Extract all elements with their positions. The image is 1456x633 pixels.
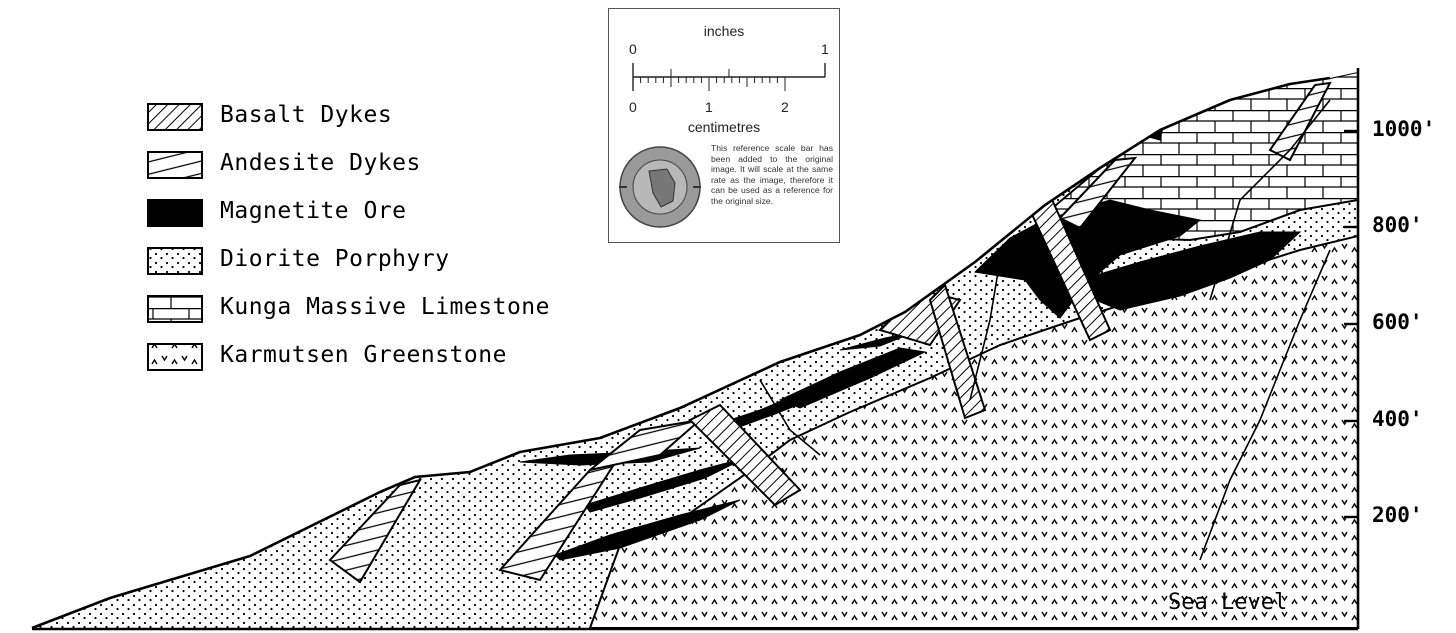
bc-geological-survey-seal-icon [615, 141, 705, 235]
scale-inch-tick-label: 0 [629, 41, 637, 57]
swatch-basalt-dykes [148, 104, 202, 130]
scale-inch-tick-label: 1 [821, 41, 829, 57]
elevation-label-1000: 1000' [1372, 117, 1435, 141]
scale-inches-label: inches [609, 23, 839, 39]
swatch-magnetite-ore [148, 200, 202, 226]
scale-cm-tick-label: 1 [705, 99, 713, 115]
scale-ruler [609, 59, 839, 109]
scale-cm-tick-label: 0 [629, 99, 637, 115]
legend-label: Kunga Massive Limestone [220, 294, 550, 320]
scale-cm-tick-label: 2 [781, 99, 789, 115]
swatch-diorite-porphyry [148, 248, 202, 274]
elevation-label-800: 800' [1372, 213, 1423, 237]
scale-bar-note: This reference scale bar has been added … [711, 143, 833, 207]
legend-label: Andesite Dykes [220, 150, 421, 176]
swatch-karmutsen-greenstone [148, 344, 202, 370]
elevation-label-200: 200' [1372, 503, 1423, 527]
legend-swatches [148, 104, 202, 370]
reference-scale-bar: inches 0 1 0 1 2 centimetres This refere… [608, 8, 840, 243]
swatch-kunga-limestone [148, 296, 202, 322]
legend-label: Diorite Porphyry [220, 246, 450, 272]
swatch-andesite-dykes [148, 152, 202, 178]
legend-label: Magnetite Ore [220, 198, 407, 224]
scale-centimetres-label: centimetres [609, 119, 839, 135]
elevation-label-400: 400' [1372, 407, 1423, 431]
elevation-label-600: 600' [1372, 310, 1423, 334]
sea-level-label: Sea Level [1168, 590, 1287, 615]
legend-label: Karmutsen Greenstone [220, 342, 507, 368]
legend-label: Basalt Dykes [220, 102, 392, 128]
